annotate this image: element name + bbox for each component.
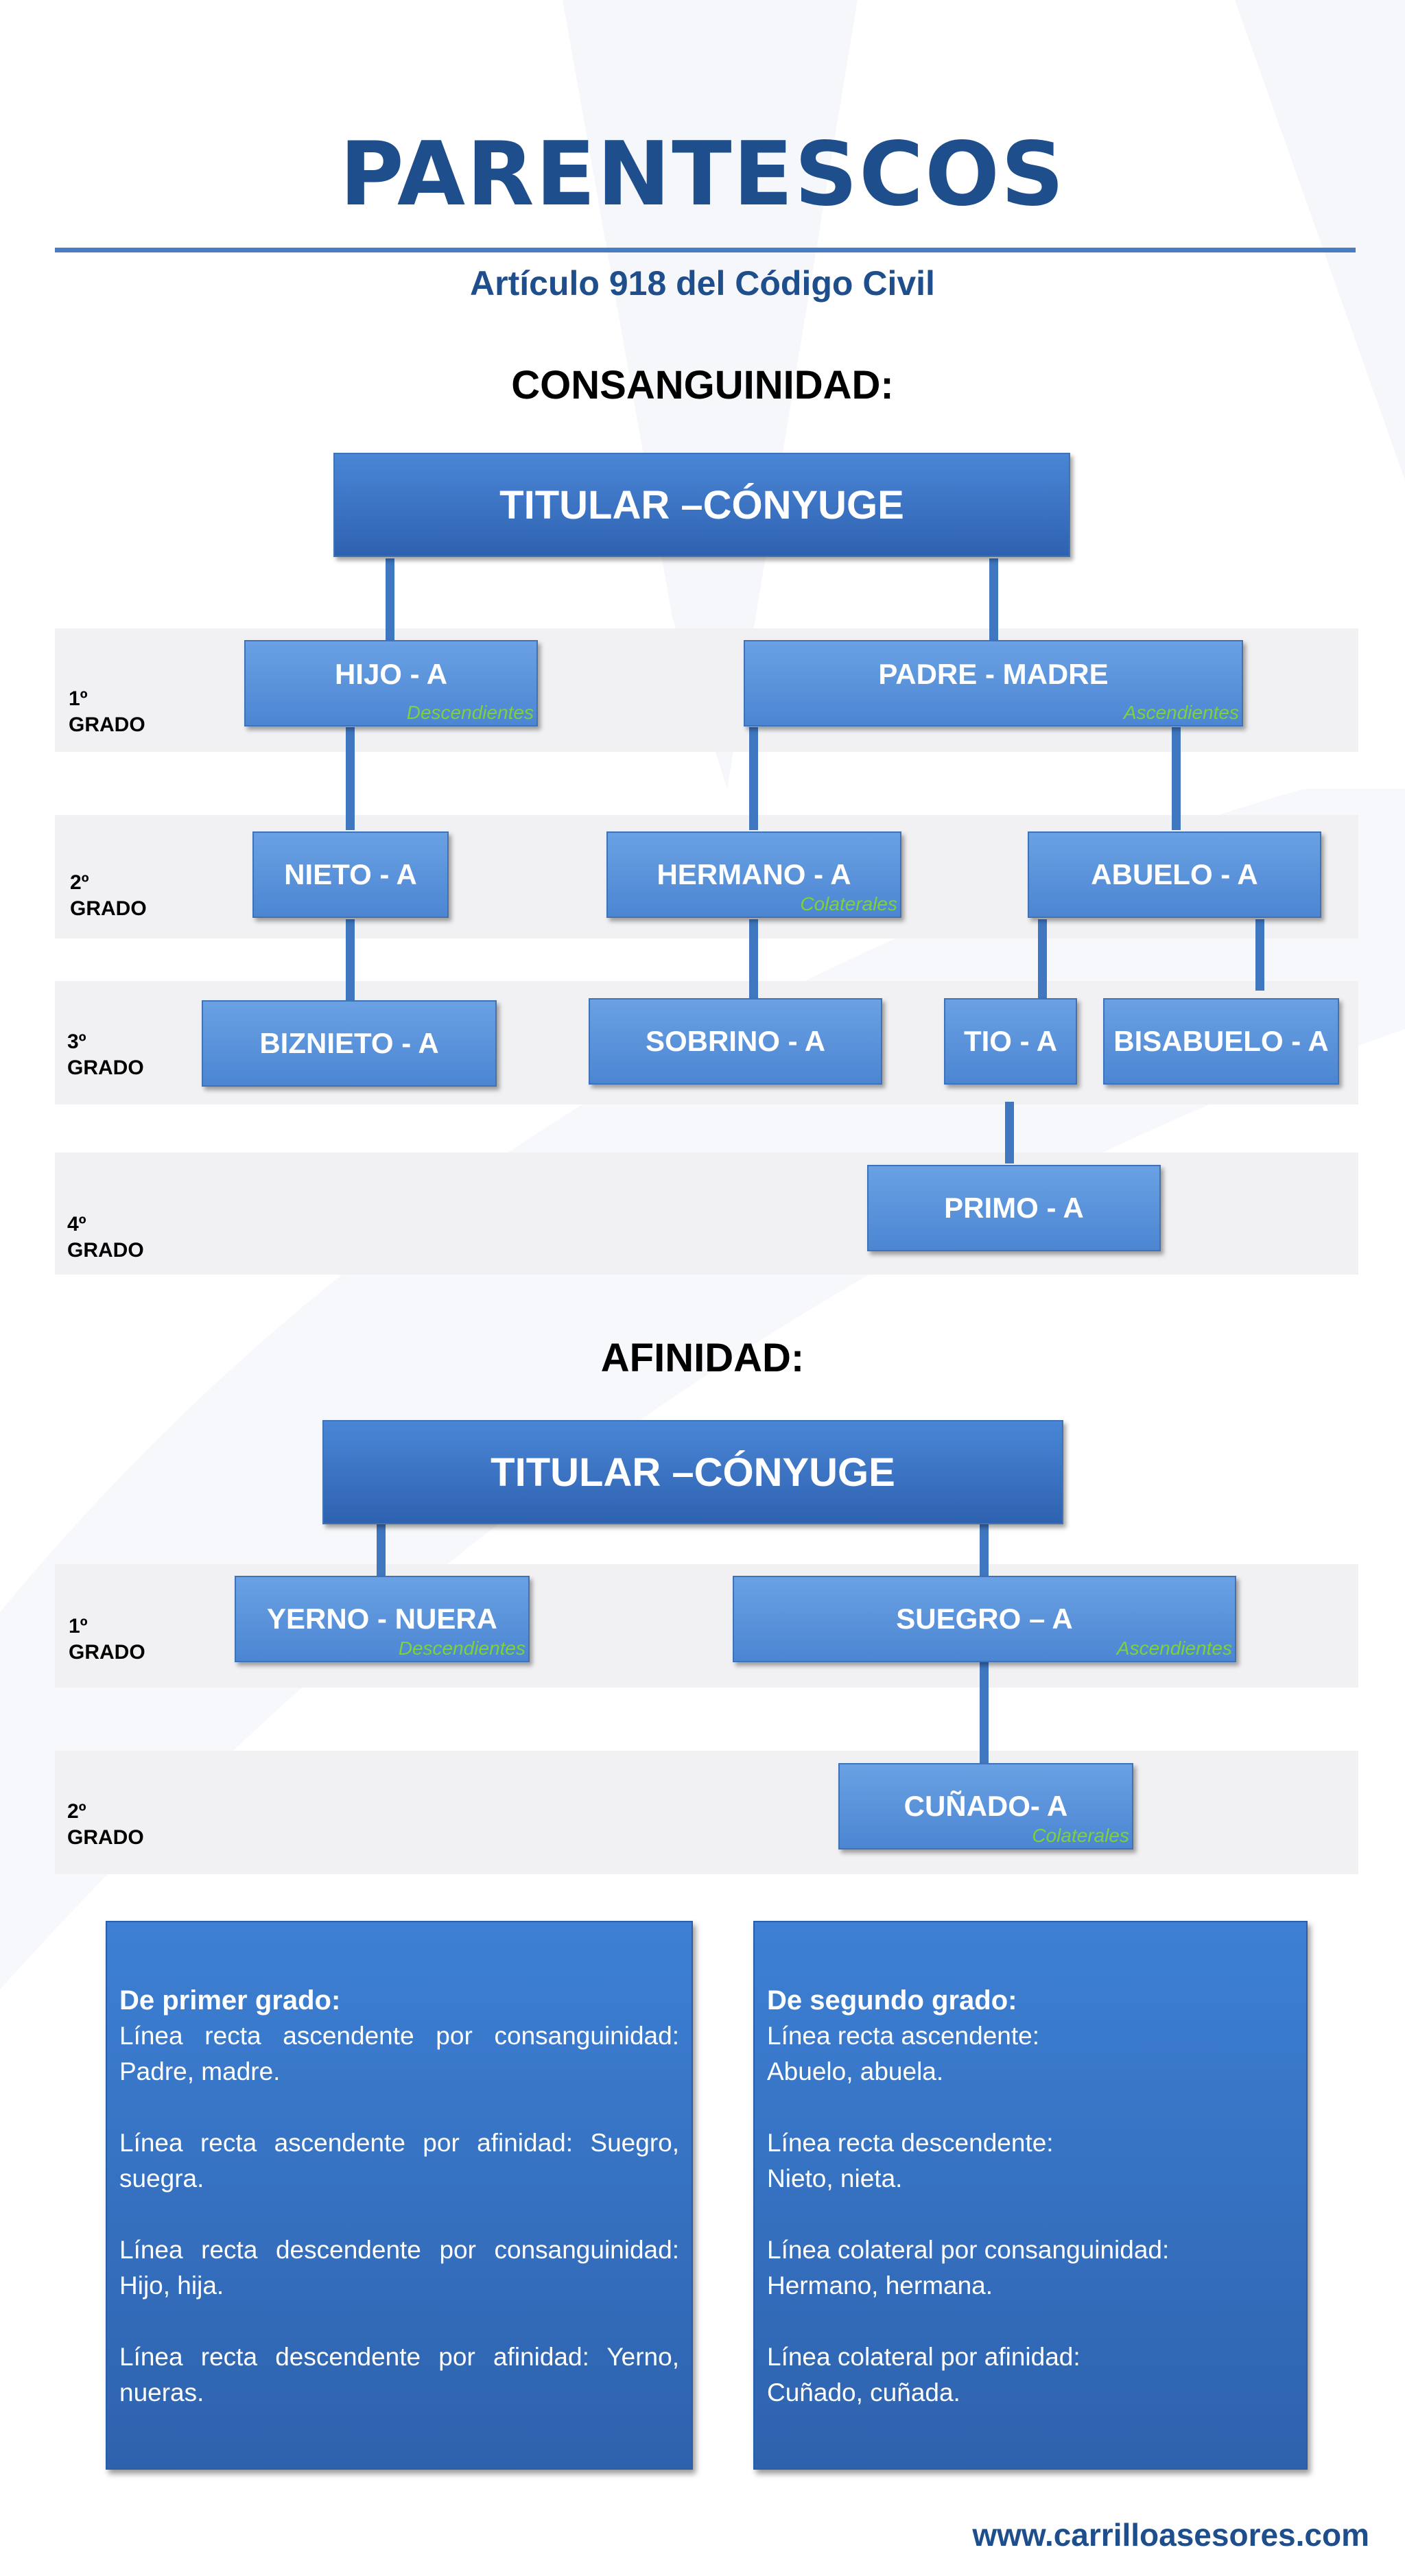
note-segundo-grado: De segundo grado: Línea recta ascendente… — [753, 1921, 1308, 2470]
node-abuelo: ABUELO - A — [1028, 831, 1321, 918]
node-titular-conyuge: TITULAR –CÓNYUGE — [333, 453, 1070, 557]
connector-padre-hermano — [749, 727, 758, 830]
section-title-afinidad: AFINIDAD: — [600, 1336, 805, 1380]
node-afinidad-titular-conyuge: TITULAR –CÓNYUGE — [322, 1420, 1063, 1524]
node-yerno-nuera: YERNO - NUERA Descendientes — [235, 1576, 530, 1662]
node-nieto: NIETO - A — [252, 831, 449, 918]
tag-ascendientes: Ascendientes — [1116, 1638, 1232, 1659]
note-line: Línea recta ascendente por consanguinida… — [119, 2022, 679, 2085]
connector-padre-abuelo — [1172, 727, 1181, 830]
tag-descendientes: Descendientes — [406, 702, 534, 723]
footer-website[interactable]: www.carrilloasesores.com — [972, 2517, 1369, 2553]
note-line: Línea recta descendente por consanguinid… — [119, 2236, 679, 2300]
note-primer-grado: De primer grado: Línea recta ascendente … — [106, 1921, 693, 2470]
note-line: Línea recta descendente por afinidad: Ye… — [119, 2343, 679, 2407]
connector-abuelo-bisabuelo — [1255, 919, 1264, 991]
note-line: Línea colateral por afinidad: Cuñado, cu… — [767, 2343, 1081, 2407]
node-cunado: CUÑADO- A Colaterales — [838, 1763, 1133, 1850]
node-bisabuelo: BISABUELO - A — [1103, 998, 1339, 1085]
connector-titular-hijo — [386, 558, 394, 641]
connector-suegro-cunado — [980, 1660, 989, 1763]
connector-abuelo-tio — [1038, 919, 1047, 1002]
note-line: Línea recta ascendente por afinidad: Sue… — [119, 2129, 679, 2193]
connector-hermano-sobrino — [749, 919, 758, 1002]
node-hermano: HERMANO - A Colaterales — [606, 831, 901, 918]
page-subtitle: Artículo 918 del Código Civil — [470, 264, 935, 303]
connector-nieto-biznieto — [346, 919, 355, 1002]
grade-band-4 — [55, 1153, 1358, 1275]
connector-tio-primo — [1005, 1102, 1014, 1163]
tag-colaterales: Colaterales — [1032, 1825, 1129, 1846]
node-tio: TIO - A — [944, 998, 1077, 1085]
page-title: PARENTESCOS — [339, 123, 1066, 226]
tag-colaterales: Colaterales — [800, 893, 897, 914]
node-biznieto: BIZNIETO - A — [202, 1000, 497, 1087]
connector-afinidad-titular-suegro — [980, 1524, 989, 1579]
node-suegro: SUEGRO – A Ascendientes — [733, 1576, 1236, 1662]
tag-descendientes: Descendientes — [398, 1638, 526, 1659]
section-title-consanguinidad: CONSANGUINIDAD: — [511, 363, 894, 407]
connector-titular-padre — [989, 558, 998, 641]
note-line: Línea recta descendente: Nieto, nieta. — [767, 2129, 1054, 2193]
afinidad-grade-band-2 — [55, 1751, 1358, 1874]
node-primo: PRIMO - A — [867, 1165, 1161, 1251]
node-sobrino: SOBRINO - A — [589, 998, 882, 1085]
tag-ascendientes: Ascendientes — [1123, 702, 1239, 723]
connector-hijo-nieto — [346, 727, 355, 830]
node-padre-madre: PADRE - MADRE Ascendientes — [744, 640, 1243, 726]
note-line: Línea recta ascendente: Abuelo, abuela. — [767, 2022, 1040, 2085]
title-divider — [55, 248, 1356, 252]
note-line: Línea colateral por consanguinidad: Herm… — [767, 2236, 1170, 2300]
node-hijo: HIJO - A Descendientes — [244, 640, 538, 726]
connector-afinidad-titular-yerno — [377, 1524, 386, 1579]
